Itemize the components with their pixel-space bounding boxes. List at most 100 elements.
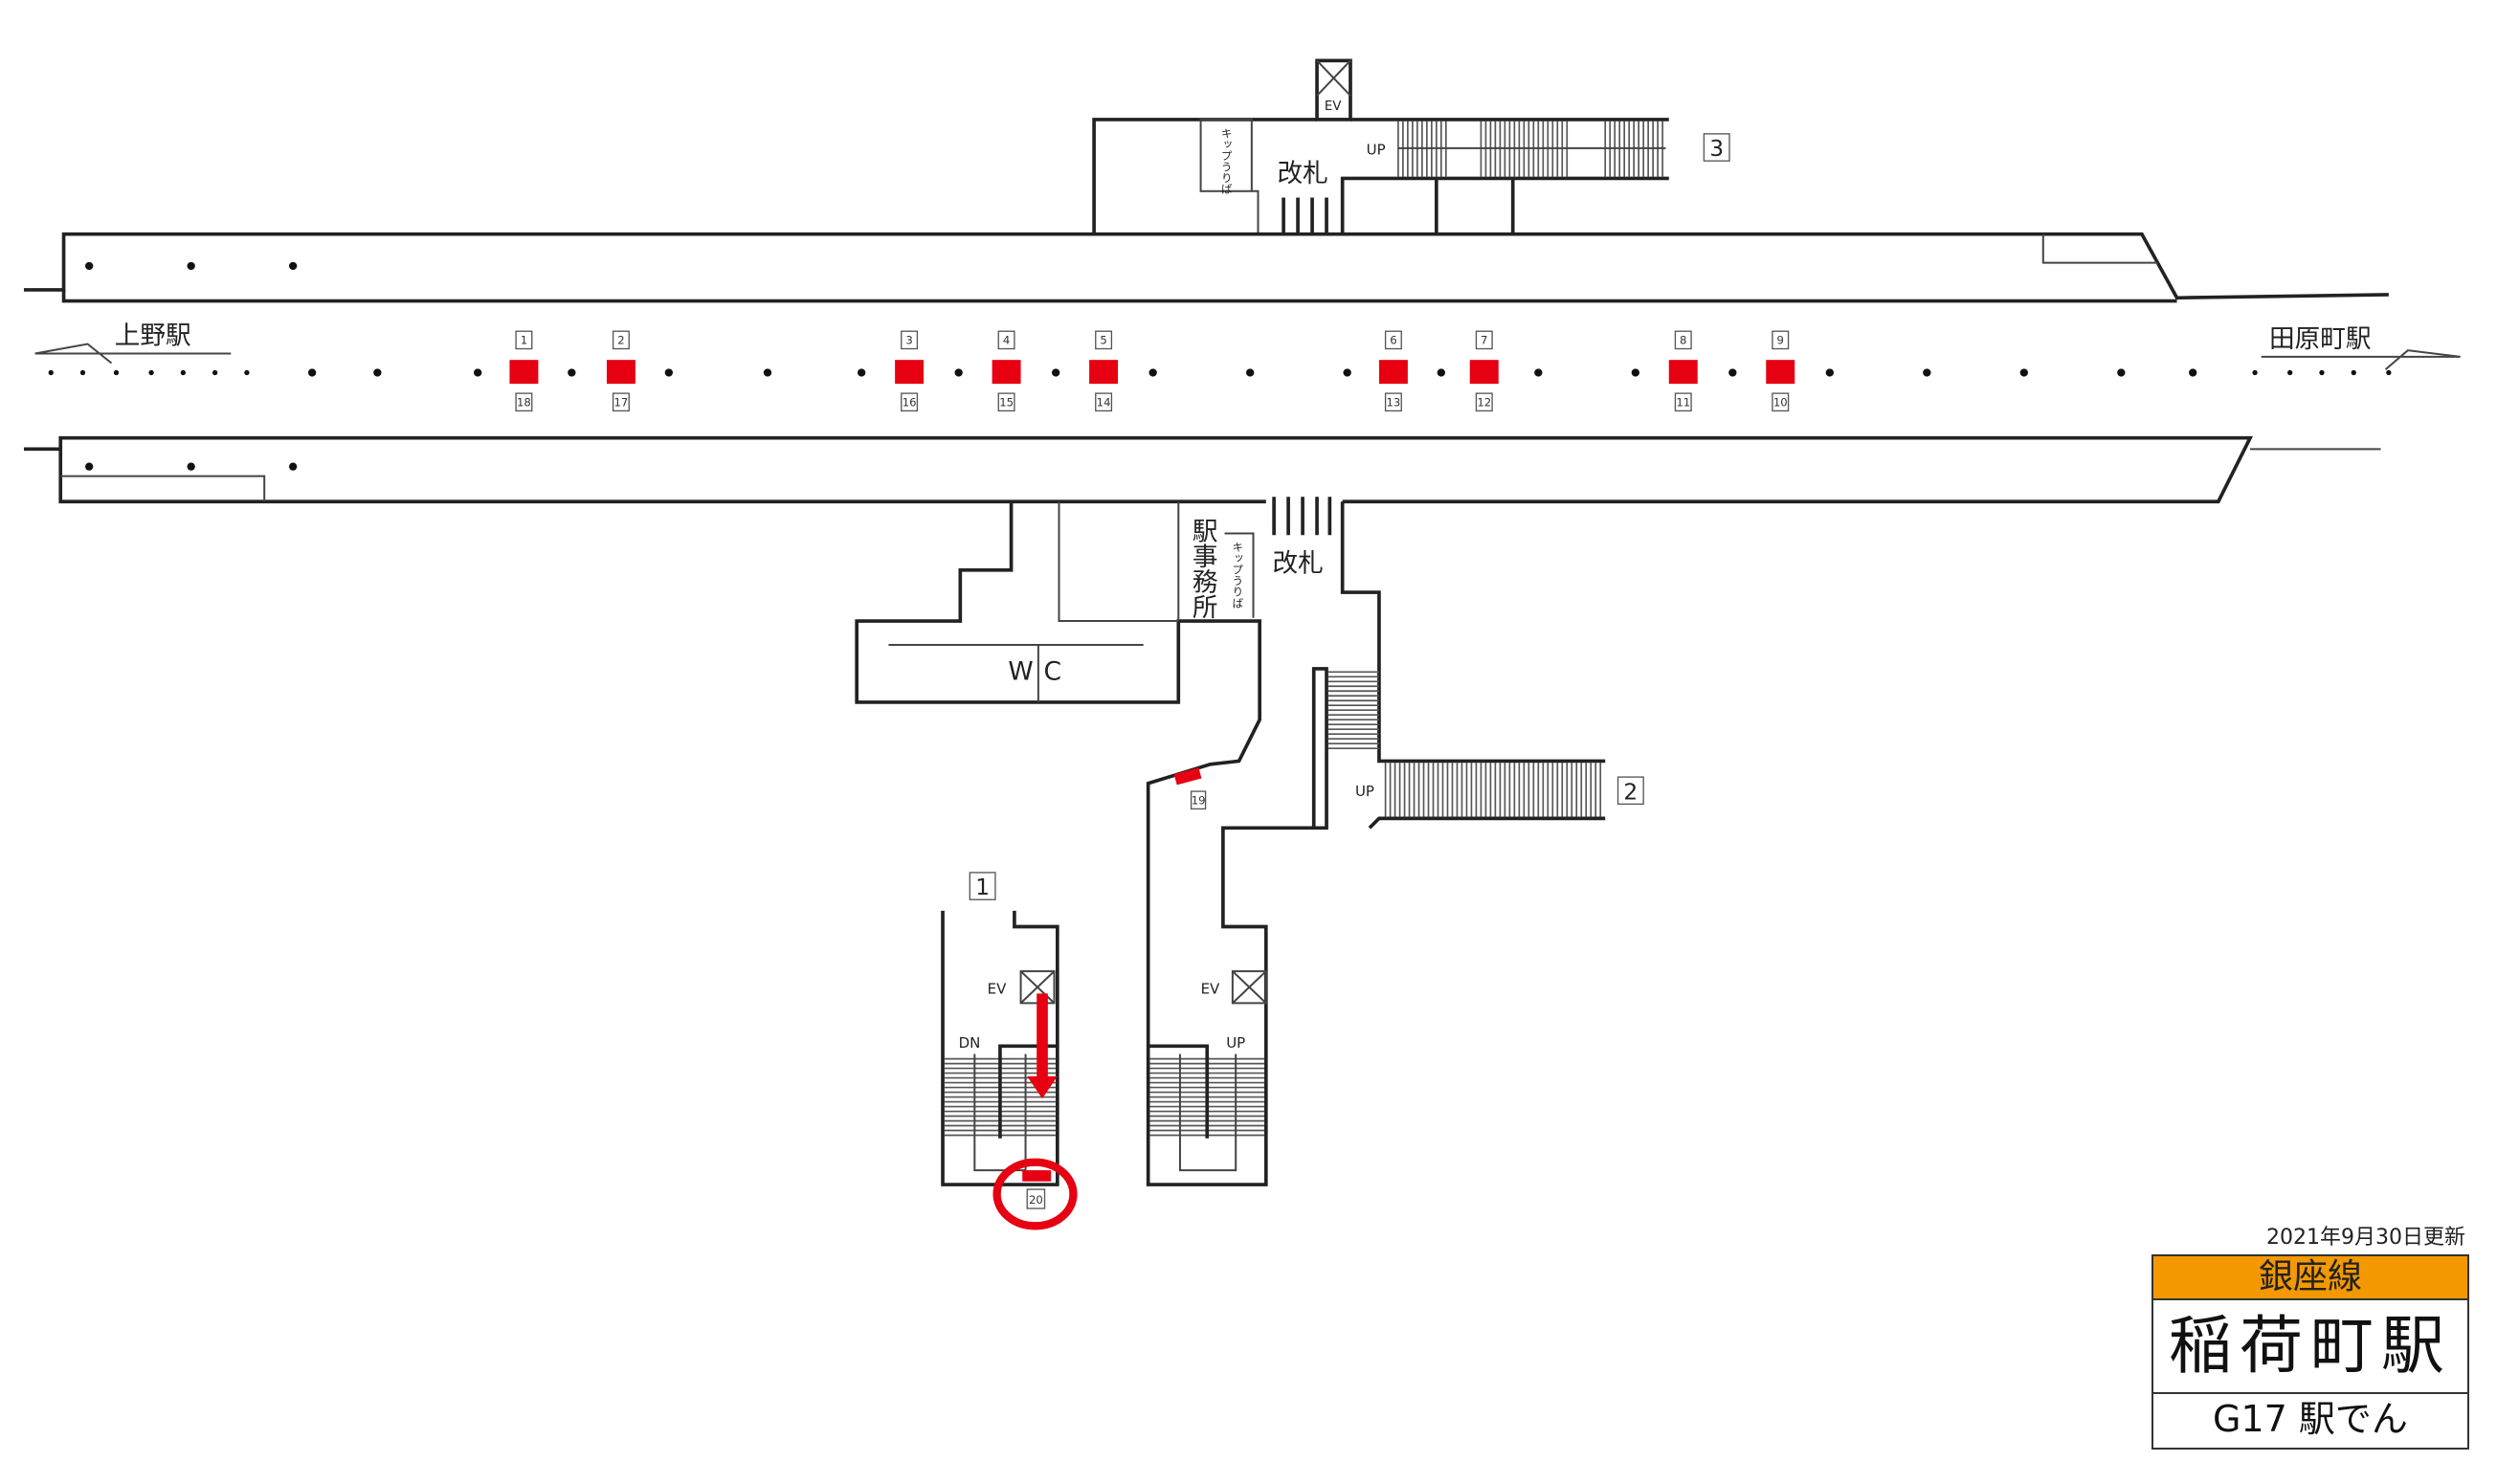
track-marker [1437,368,1445,377]
gate-north [1282,197,1328,236]
dn-label-exit1: DN [959,1034,981,1052]
door-number-bottom: 11 [1676,395,1690,409]
track-marker [858,368,866,377]
door-number-20: 20 [1029,1193,1043,1207]
track-marker [1343,368,1351,377]
door-number-19: 19 [1192,793,1206,807]
car-door [1378,360,1408,385]
door-number-top: 3 [905,334,912,347]
door-number-bottom: 15 [999,395,1014,409]
track-marker [1052,368,1060,377]
car-door [1089,360,1119,385]
car-door [1766,360,1795,385]
track-marker [212,369,218,376]
door-number-top: 2 [617,334,624,347]
station-info-box: 銀座線 稲荷町駅 G17 駅でん [2151,1254,2469,1450]
ticket-machines-south: キップうりば [1231,542,1244,609]
ev-label-exit1: EV [988,980,1007,997]
door-number-top: 8 [1680,334,1686,347]
platform-marker [288,261,298,271]
track-marker [954,368,963,377]
door-number-top: 9 [1777,334,1784,347]
exit-1-label: 1 [975,875,990,900]
up-label-exit3: UP [1367,142,1386,159]
door-number-bottom: 16 [903,395,917,409]
ev-label-west: EV [1201,980,1220,997]
track-marker [1728,368,1737,377]
gate-south [1272,497,1332,536]
up-label-exit2: UP [1355,783,1374,800]
track-marker [664,368,673,377]
direction-tawaramachi: 田原町駅 [2269,324,2371,354]
car-door [992,360,1021,385]
track-marker [2252,369,2258,376]
track-marker [2117,368,2126,377]
track-marker [2386,369,2392,376]
door-number-bottom: 10 [1773,395,1788,409]
exit-3-label: 3 [1709,136,1724,162]
door-20 [1022,1170,1052,1182]
south-concourse: 駅事務所 キップうりば W C 改札 UP 2 19 EV UP 1 EV DN [855,497,1644,1230]
station-name: 稲荷町駅 [2153,1300,2467,1394]
track-marker [113,369,120,376]
wc-label-w: W [1008,657,1033,687]
track-marker [2287,369,2293,376]
door-number-top: 1 [521,334,527,347]
up-label-west: UP [1226,1034,1245,1052]
track-marker [1631,368,1639,377]
highlight-circle [992,1158,1078,1230]
track-marker [373,368,382,377]
route-arrow [1027,993,1058,1099]
door-number-bottom: 17 [614,395,629,409]
station-code: G17 駅でん [2213,1398,2408,1440]
platform-marker [187,261,195,271]
door-number-bottom: 12 [1477,395,1491,409]
door-number-top: 4 [1003,334,1010,347]
door-number-top: 6 [1390,334,1396,347]
track-marker [2319,369,2325,376]
track-marker [1534,368,1543,377]
north-concourse: EV キップうりば 改札 UP 3 [1092,58,1730,236]
track-marker [1148,368,1157,377]
track-marker [148,369,154,376]
track-marker [2189,368,2197,377]
direction-ueno: 上野駅 [115,321,191,351]
exit-2-label: 2 [1623,779,1638,805]
gate-north-label: 改札 [1277,159,1327,188]
ticket-machines-north: キップうりば [1219,127,1233,194]
track-marker [180,369,187,376]
track-marker [2019,368,2028,377]
station-office-label: 駅事務所 [1188,518,1217,619]
door-number-bottom: 14 [1097,395,1111,409]
track-marker [244,369,250,376]
stairs-west [1149,1044,1265,1172]
door-number-bottom: 13 [1387,395,1401,409]
track-marker [474,368,482,377]
ev-label-top: EV [1325,100,1342,114]
track-marker [1246,368,1255,377]
car-door [1469,360,1499,385]
car-door [509,360,539,385]
platform-marker [85,462,94,471]
track-marker [763,368,772,377]
door-number-bottom: 18 [517,395,531,409]
track-marker [48,369,54,376]
track-marker [1825,368,1834,377]
wc-label-c: C [1044,657,1062,687]
car-door [1668,360,1698,385]
platform-marker [288,462,298,471]
car-door [606,360,635,385]
gate-south-label: 改札 [1272,548,1323,578]
line-name: 銀座線 [2153,1256,2467,1300]
stairs-exit-2 [1327,671,1602,817]
track-marker [2351,369,2356,376]
track-markers [48,261,2392,471]
platform-marker [85,261,94,271]
door-19 [1173,767,1202,786]
platform-marker [187,462,195,471]
car-door [895,360,925,385]
track-marker [1923,368,1931,377]
updated-date: 2021年9月30日更新 [2266,1226,2465,1250]
